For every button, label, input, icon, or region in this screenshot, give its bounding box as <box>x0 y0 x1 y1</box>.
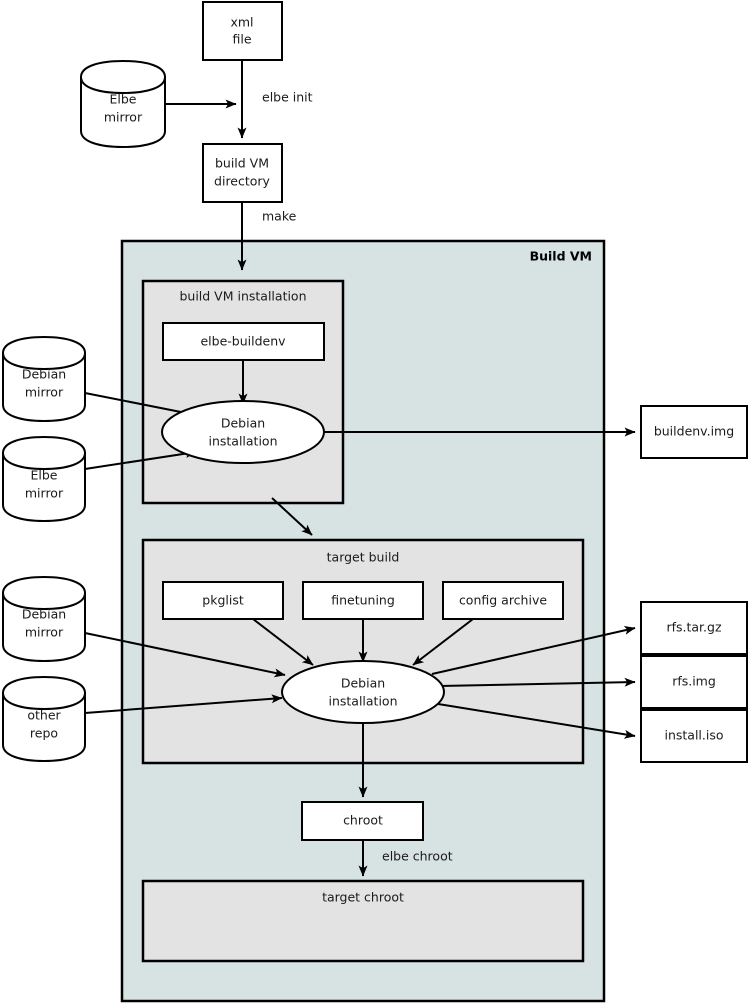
config-archive-label: config archive <box>459 593 547 608</box>
chroot-label: chroot <box>343 813 383 828</box>
debian-installation-lower-label-line1: Debian <box>341 676 385 691</box>
target-build-label: target build <box>327 550 400 565</box>
edge-label-elbe-chroot: elbe chroot <box>382 849 453 864</box>
rfs-img-label: rfs.img <box>672 674 716 689</box>
edge-debianmirror-lower-to-debinstall <box>84 632 286 678</box>
node-debian-installation-upper[interactable]: Debian installation <box>161 400 325 464</box>
buildenv-img-label: buildenv.img <box>654 424 734 439</box>
edge-buildvminstall-to-targetbuild <box>271 497 313 536</box>
node-debian-mirror-lower[interactable]: Debian mirror <box>2 576 86 662</box>
other-repo-label-line1: other <box>27 708 61 723</box>
edge-debinstall-lower-to-rfsimg <box>439 677 636 687</box>
edge-debinstall-lower-to-installiso <box>431 702 636 739</box>
debian-mirror-lower-label-line2: mirror <box>25 625 64 640</box>
edge-debinstall-lower-to-rfstargz <box>431 625 636 675</box>
xml-file-label-line1: xml <box>230 15 253 30</box>
elbe-mirror-mid-label-line2: mirror <box>25 486 64 501</box>
build-vm-directory-label-line1: build VM <box>215 156 269 171</box>
pkglist-label: pkglist <box>202 593 244 608</box>
node-build-vm-directory[interactable]: build VM directory <box>202 143 283 203</box>
debian-installation-upper-label-line2: installation <box>208 434 277 449</box>
node-debian-installation-lower[interactable]: Debian installation <box>281 660 445 724</box>
elbe-mirror-mid-label-line1: Elbe <box>31 468 58 483</box>
debian-installation-lower-label-line2: installation <box>328 694 397 709</box>
elbe-mirror-top-label-line1: Elbe <box>110 92 137 107</box>
debian-mirror-lower-label-line1: Debian <box>22 607 66 622</box>
edge-label-elbe-init: elbe init <box>262 90 313 105</box>
build-vm-container-label: Build VM <box>530 249 592 264</box>
node-pkglist[interactable]: pkglist <box>162 581 284 620</box>
node-buildenv-img[interactable]: buildenv.img <box>640 405 748 459</box>
node-install-iso[interactable]: install.iso <box>640 709 748 763</box>
node-xml-file[interactable]: xml file <box>202 1 283 61</box>
finetuning-label: finetuning <box>331 593 395 608</box>
edge-label-make: make <box>262 209 297 224</box>
debian-installation-upper-label-line1: Debian <box>221 416 265 431</box>
node-elbe-mirror-top[interactable]: Elbe mirror <box>80 60 166 148</box>
rfs-tar-gz-label: rfs.tar.gz <box>666 620 721 635</box>
target-chroot-group <box>141 879 585 963</box>
edge-pkglist-to-debinstall-lower <box>252 618 314 666</box>
other-repo-label-line2: repo <box>30 726 58 741</box>
elbe-mirror-top-label-line2: mirror <box>104 110 143 125</box>
target-chroot-label: target chroot <box>322 890 404 905</box>
debian-mirror-upper-label-line2: mirror <box>25 385 64 400</box>
edge-debianmirror-upper-to-debinstall <box>84 392 197 418</box>
build-vm-directory-label-line2: directory <box>214 174 271 189</box>
install-iso-label: install.iso <box>664 728 723 743</box>
node-rfs-tar-gz[interactable]: rfs.tar.gz <box>640 601 748 655</box>
edge-otherrepo-to-debinstall <box>84 694 283 714</box>
node-elbe-mirror-mid[interactable]: Elbe mirror <box>2 436 86 522</box>
node-other-repo[interactable]: other repo <box>2 676 86 762</box>
build-vm-installation-label: build VM installation <box>179 289 306 304</box>
node-elbe-buildenv[interactable]: elbe-buildenv <box>162 322 325 361</box>
xml-file-label-line2: file <box>232 32 251 47</box>
debian-mirror-upper-label-line1: Debian <box>22 367 66 382</box>
node-debian-mirror-upper[interactable]: Debian mirror <box>2 336 86 422</box>
elbe-buildenv-label: elbe-buildenv <box>200 334 286 349</box>
edge-elbemirror-mid-to-debinstall <box>84 449 197 470</box>
edge-configarchive-to-debinstall-lower <box>412 618 474 666</box>
node-config-archive[interactable]: config archive <box>442 581 564 620</box>
node-rfs-img[interactable]: rfs.img <box>640 655 748 709</box>
node-finetuning[interactable]: finetuning <box>302 581 424 620</box>
node-chroot[interactable]: chroot <box>301 801 424 841</box>
